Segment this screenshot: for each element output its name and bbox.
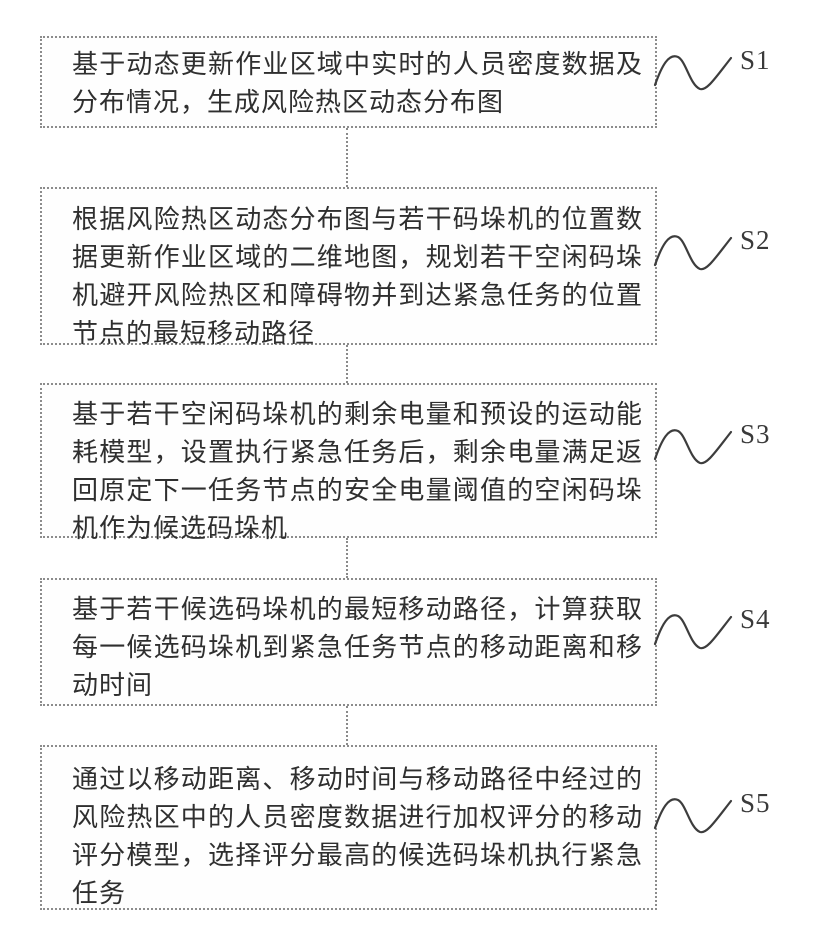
step-reference-s3: S3 [652, 418, 802, 474]
step-box-s2: 根据风险热区动态分布图与若干码垛机的位置数据更新作业区域的二维地图，规划若干空闲… [40, 187, 657, 349]
step-label-s5: S5 [740, 788, 771, 818]
step-box-s4: 基于若干候选码垛机的最短移动路径，计算获取每一候选码垛机到紧急任务节点的移动距离… [40, 578, 657, 706]
step-text-s5: 通过以移动距离、移动时间与移动路径中经过的风险热区中的人员密度数据进行加权评分的… [72, 765, 643, 909]
squiggle-line-icon [653, 235, 733, 271]
step-reference-s2: S2 [652, 224, 802, 280]
step-text-s4: 基于若干候选码垛机的最短移动路径，计算获取每一候选码垛机到紧急任务节点的移动距离… [72, 595, 643, 701]
squiggle-line-icon [653, 798, 733, 834]
step-box-s3: 基于若干空闲码垛机的剩余电量和预设的运动能耗模型，设置执行紧急任务后，剩余电量满… [40, 383, 657, 544]
step-reference-s4: S4 [652, 603, 802, 659]
connector-line-s4-s5 [346, 706, 348, 745]
step-reference-s1: S1 [652, 44, 802, 100]
step-label-s1: S1 [740, 45, 771, 75]
step-text-s2: 根据风险热区动态分布图与若干码垛机的位置数据更新作业区域的二维地图，规划若干空闲… [72, 205, 643, 349]
squiggle-line-icon [653, 55, 733, 91]
step-label-s3: S3 [740, 419, 771, 449]
step-text-s3: 基于若干空闲码垛机的剩余电量和预设的运动能耗模型，设置执行紧急任务后，剩余电量满… [72, 400, 643, 544]
squiggle-line-icon [653, 614, 733, 650]
connector-line-s3-s4 [346, 538, 348, 578]
step-box-s5: 通过以移动距离、移动时间与移动路径中经过的风险热区中的人员密度数据进行加权评分的… [40, 745, 657, 910]
step-reference-s5: S5 [652, 787, 802, 843]
step-label-s4: S4 [740, 604, 771, 634]
step-label-s2: S2 [740, 225, 771, 255]
connector-line-s1-s2 [346, 128, 348, 187]
step-text-s1: 基于动态更新作业区域中实时的人员密度数据及分布情况，生成风险热区动态分布图 [72, 50, 643, 118]
step-box-s1: 基于动态更新作业区域中实时的人员密度数据及分布情况，生成风险热区动态分布图 [40, 36, 657, 128]
connector-line-s2-s3 [346, 345, 348, 383]
squiggle-line-icon [653, 429, 733, 465]
